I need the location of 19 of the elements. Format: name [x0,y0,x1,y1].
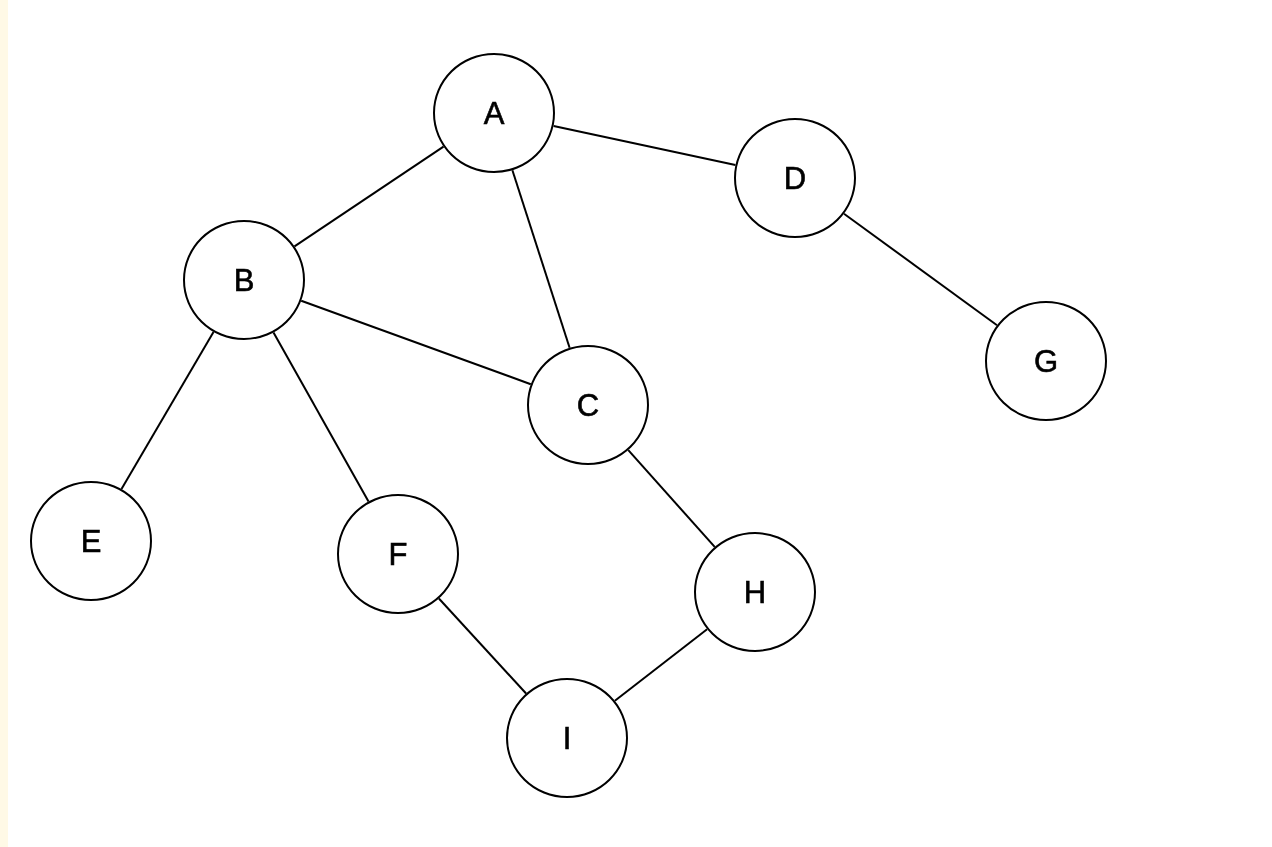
node-label: D [783,162,807,194]
node-label: B [233,264,255,296]
node-label: I [562,722,572,754]
connector-line [300,299,532,386]
connector-line [843,212,998,327]
node-label: C [576,389,600,421]
connector-line [437,597,528,695]
connector-line [511,169,571,349]
node-label: G [1033,345,1059,377]
node-label: A [483,97,505,129]
node-label: H [743,576,767,608]
connector-line [293,145,445,248]
connector-line [120,331,215,490]
node-label: F [388,538,408,570]
node-label: E [80,525,102,557]
connector-line [552,124,737,167]
connector-line [613,628,709,702]
connector-line [627,449,716,548]
connector-line [272,331,370,503]
